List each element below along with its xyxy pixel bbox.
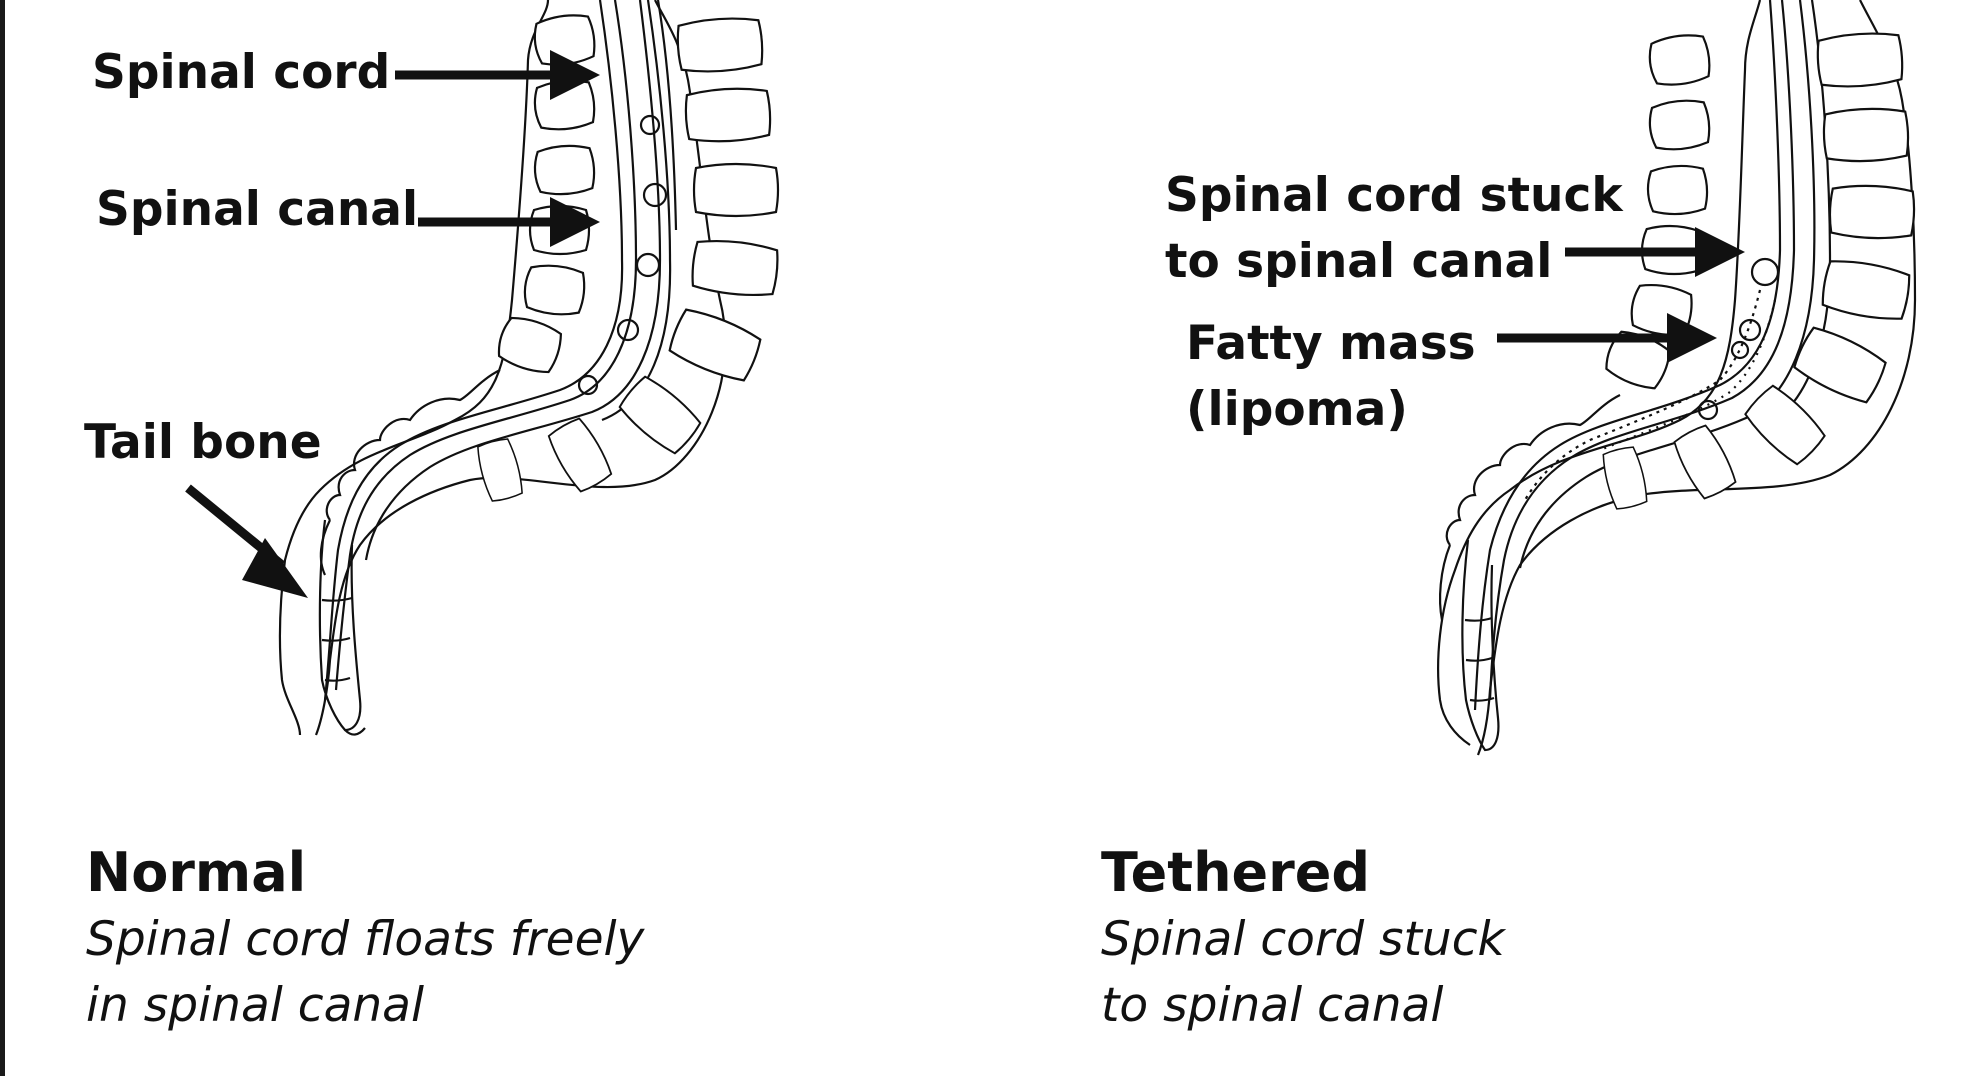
label-stuck-prefix: to spinal (1165, 234, 1412, 289)
tethered-vertebral-bodies (1599, 30, 1916, 512)
heading-normal: Normal (86, 841, 307, 904)
caption-tethered-line2: to spinal canal (1101, 978, 1444, 1033)
label-spinal-cord: Spinal cord (92, 45, 391, 100)
label-fatty-mass-line1: Fatty mass (1186, 316, 1476, 371)
label-tail-bone: Tail bone (84, 415, 322, 470)
arrow-icon (185, 484, 308, 598)
caption-normal-line2: in spinal canal (86, 978, 425, 1033)
arrow-icon (418, 197, 600, 247)
heading-tethered: Tethered (1101, 841, 1371, 904)
label-spinal-cord-stuck-line1: Spinal cord stuck (1165, 168, 1623, 223)
arrow-icon (1497, 313, 1717, 363)
label-fatty-mass-line2: (lipoma) (1186, 382, 1408, 437)
caption-normal-line1: Spinal cord floats freely (86, 912, 645, 967)
normal-spine-drawing (278, 0, 727, 736)
left-border (0, 0, 5, 1076)
normal-sacrum-coccyx (318, 369, 501, 736)
arrow-icon (395, 50, 600, 100)
arrow-icon (1565, 227, 1745, 277)
label-spinal-cord-stuck-line2: to spinal canal (1165, 229, 1552, 295)
tethered-sacrum-coccyx (1438, 394, 1621, 752)
label-spinal-canal: Spinal canal (96, 182, 419, 237)
label-stuck-canal-word: canal (1411, 234, 1553, 289)
caption-tethered-line1: Spinal cord stuck (1101, 912, 1505, 967)
